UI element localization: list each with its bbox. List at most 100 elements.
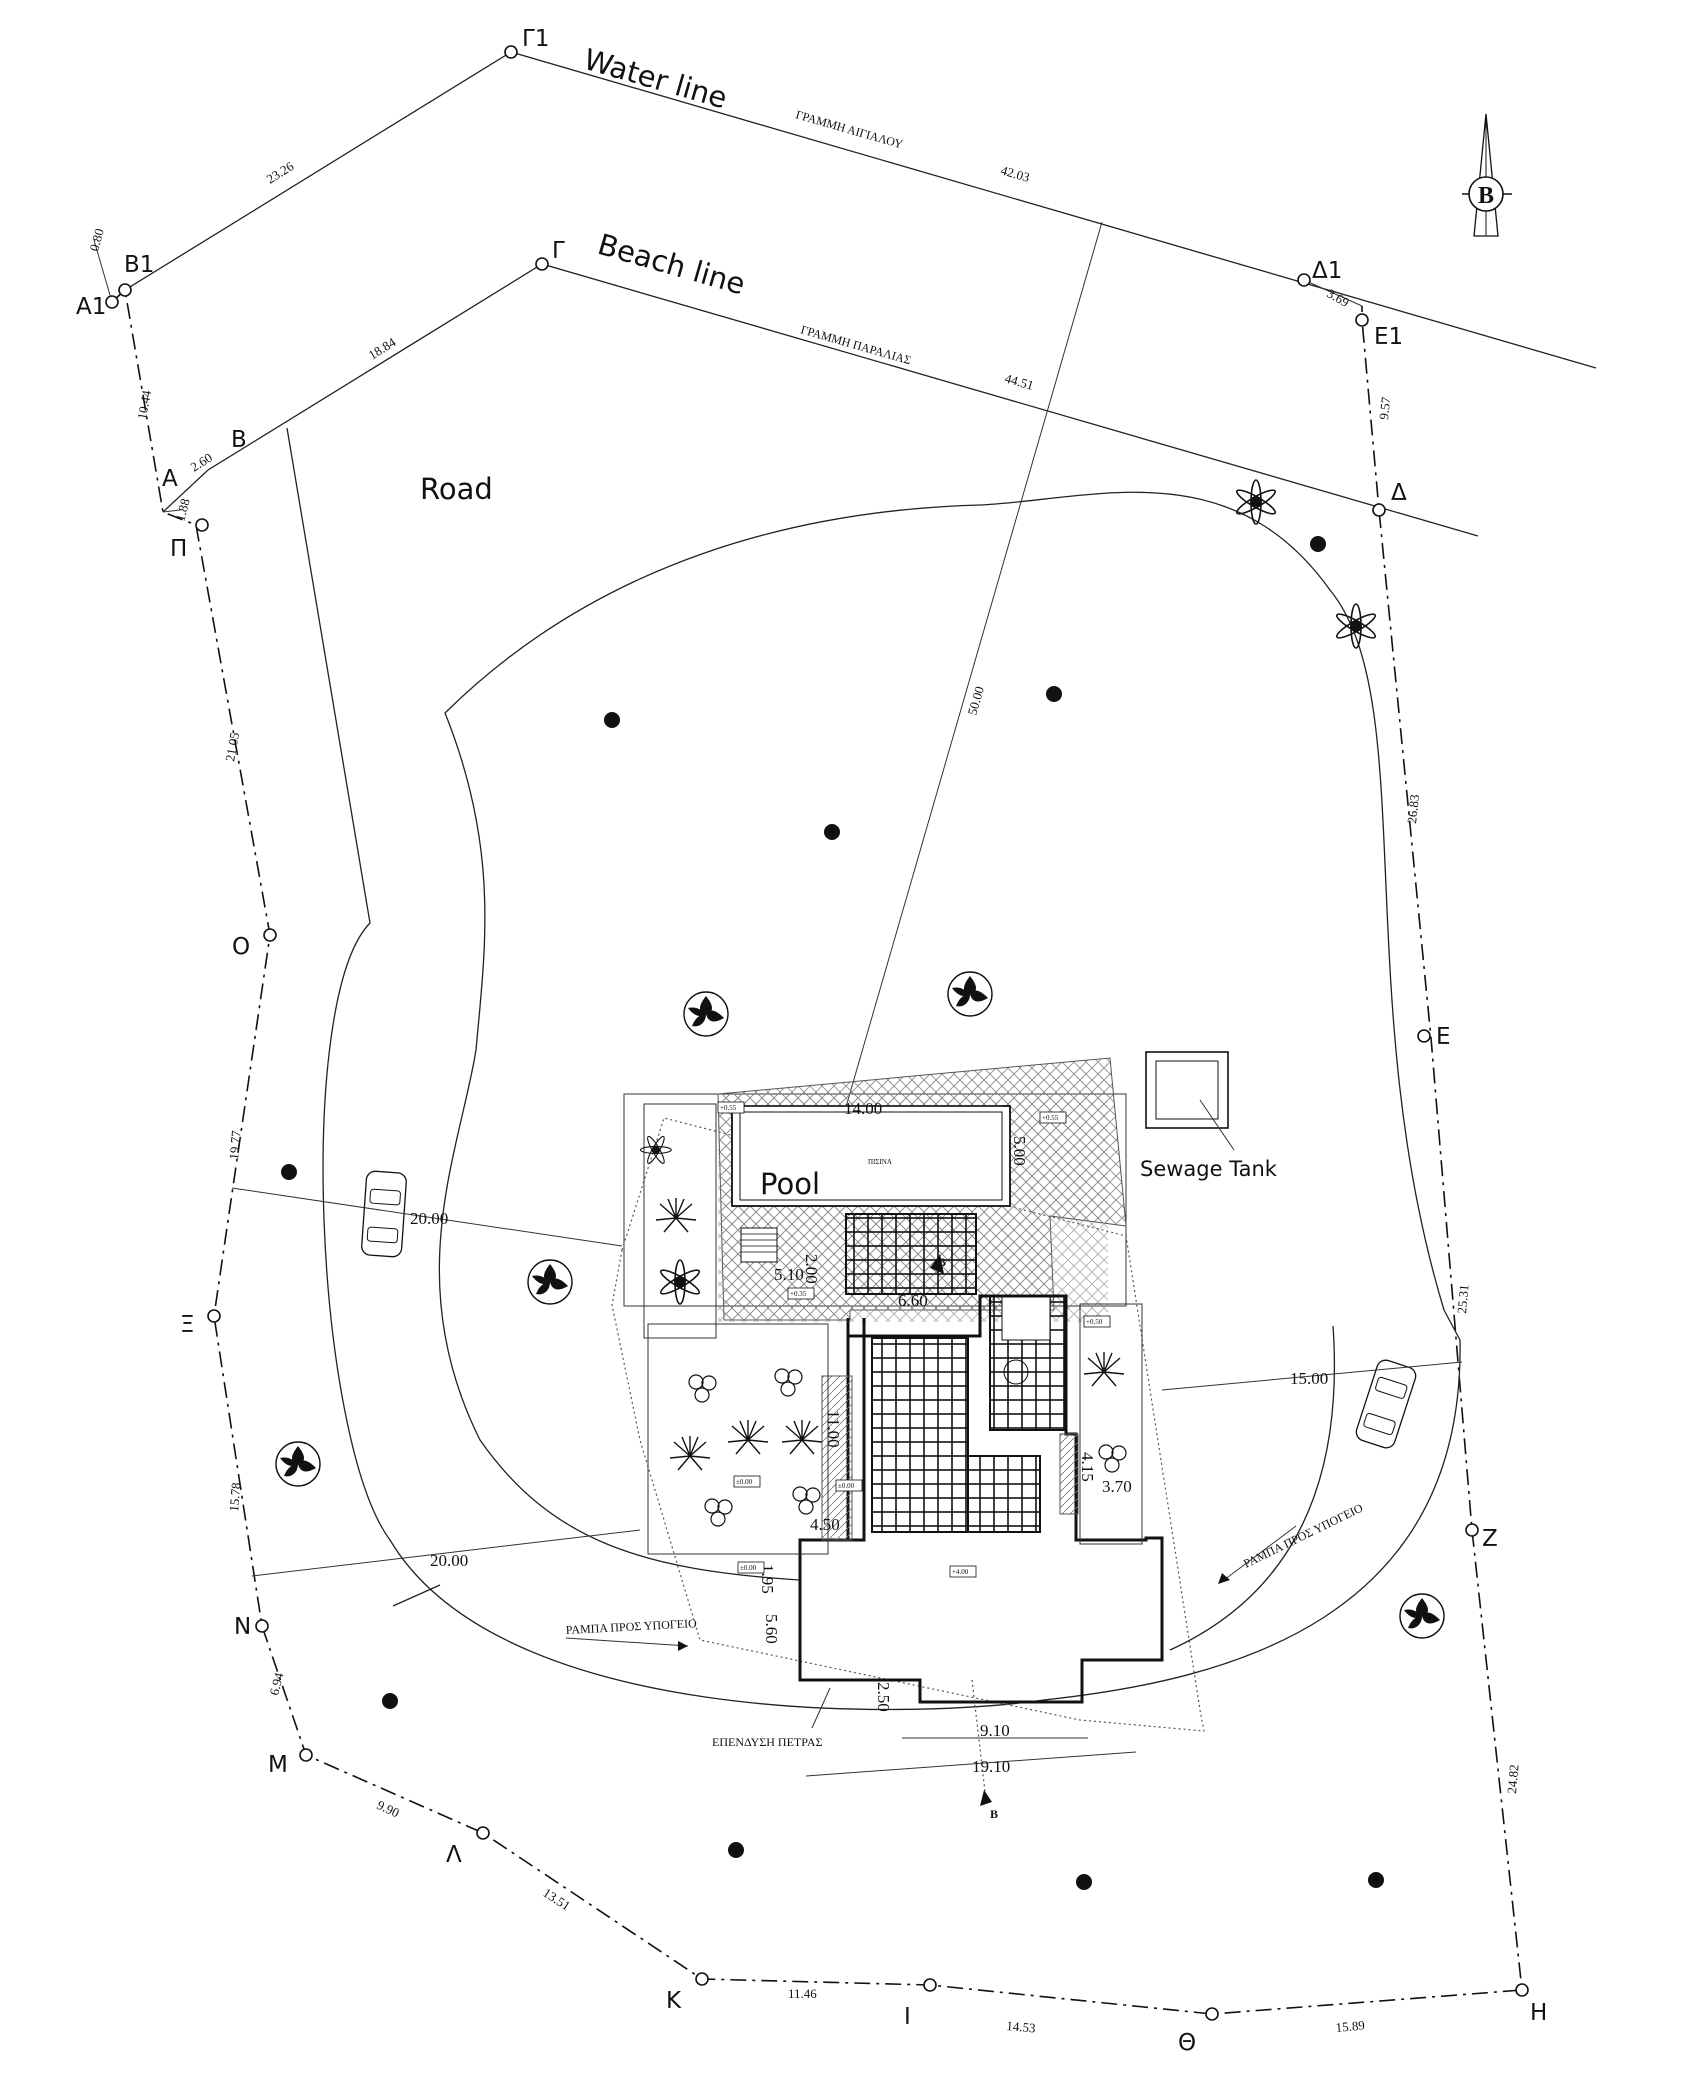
point-a-label: Α (162, 466, 178, 492)
dim-15-00: 15.00 (1290, 1369, 1328, 1388)
offset-line (162, 509, 181, 513)
survey-points (105, 45, 1529, 2021)
water-line-greek-label: ΓΡΑΜΜΗ ΑΙΓΙΑΛΟΥ (794, 107, 905, 151)
shrub-icon (947, 971, 993, 1017)
dim-p-o: 21.05 (222, 731, 242, 762)
point-h-marker (1515, 1983, 1529, 1997)
stone-cladding-label: ΕΠΕΝΔΥΣΗ ΠΕΤΡΑΣ (712, 1735, 822, 1749)
plant-icon (639, 1134, 672, 1166)
point-g1-marker (504, 45, 518, 59)
dim-b-g: 18.84 (366, 334, 399, 362)
dim-k-i: 11.46 (788, 1986, 817, 2001)
point-m-label: Μ (268, 1752, 288, 1778)
point-n-label: Ν (234, 1614, 251, 1640)
tree-icon (1338, 1842, 1414, 1918)
point-h-label: Η (1530, 2000, 1547, 2026)
section-label-top: Β (938, 1255, 946, 1269)
point-k-marker (695, 1972, 709, 1986)
point-a1-marker (105, 295, 119, 309)
dim-4-50: 4.50 (810, 1515, 840, 1534)
dim-3-70: 3.70 (1102, 1477, 1132, 1496)
point-g-marker (535, 257, 549, 271)
point-e1-label: Ε1 (1374, 324, 1403, 350)
shrub-icon (527, 1259, 573, 1305)
pool-greek-label: ΠΙΣΙΝΑ (868, 1158, 892, 1166)
road: Road (286, 427, 1461, 1711)
level-tag: +0.55 (1042, 1114, 1059, 1122)
point-p-marker (195, 518, 209, 532)
offset-line (93, 239, 113, 303)
level-tag: +0.55 (720, 1104, 737, 1112)
point-i-label: Ι (904, 2004, 911, 2030)
survey-point-labels: Α1 Β1 Γ1 Δ1 Ε1 Α Β Γ Δ Ε Ζ Η Θ Ι Κ Λ Μ Ν… (76, 26, 1547, 2056)
dim-20-00-upper: 20.00 (410, 1209, 448, 1228)
point-d1-label: Δ1 (1312, 258, 1342, 284)
point-g-label: Γ (552, 238, 565, 264)
point-d-label: Δ (1391, 480, 1407, 506)
point-n-marker (255, 1619, 269, 1633)
dim-2-00: 2.00 (802, 1254, 821, 1284)
palm-icon (669, 1435, 711, 1471)
dim-l-k: 13.51 (540, 1885, 573, 1914)
point-o-marker (263, 928, 277, 942)
water-line-label: Water line (580, 42, 731, 115)
beach-line-greek-label: ΓΡΑΜΜΗ ΠΑΡΑΛΙΑΣ (799, 322, 913, 367)
tree-icon (794, 794, 870, 870)
point-z-label: Ζ (1482, 1526, 1498, 1552)
dim-20-00-lower: 20.00 (430, 1551, 468, 1570)
point-d1-marker (1297, 273, 1311, 287)
level-tag: +4.00 (952, 1568, 969, 1576)
dim-19-10: 19.10 (972, 1757, 1010, 1776)
dim-n-m: 6.94 (266, 1671, 286, 1697)
level-tag: ±0.00 (838, 1482, 855, 1490)
point-g1-label: Γ1 (522, 26, 549, 52)
point-e1-marker (1355, 313, 1369, 327)
pool-label: Pool (760, 1167, 820, 1201)
point-b1-label: Β1 (124, 252, 154, 278)
property-boundary (111, 288, 1523, 2015)
dim-e1-d: 9.57 (1376, 396, 1393, 421)
tree-icon (251, 1134, 327, 1210)
palm-icon (655, 1197, 697, 1233)
dim-2-50: 2.50 (874, 1682, 893, 1712)
dim-5-10: 5.10 (774, 1265, 804, 1284)
dim-11-00: 11.00 (824, 1410, 843, 1448)
dim-pool-length: 14.00 (844, 1099, 882, 1118)
flower-shrub-icon (1233, 479, 1279, 525)
palm-icon (727, 1419, 769, 1455)
point-m-marker (299, 1748, 313, 1762)
tree-icon (574, 682, 650, 758)
water-line: Water line ΓΡΑΜΜΗ ΑΙΓΙΑΛΟΥ (111, 42, 1597, 369)
offset-line (1303, 279, 1363, 307)
dim-a-p: 1.88 (172, 497, 192, 523)
dim-4-15: 4.15 (1078, 1452, 1097, 1482)
palm-icon (1083, 1351, 1125, 1387)
point-l-label: Λ (446, 1842, 462, 1868)
plant-icon (657, 1259, 703, 1305)
beach-line-label: Beach line (594, 227, 749, 301)
dim-z-h: 24.82 (1504, 1764, 1521, 1794)
flower-icon (792, 1486, 821, 1515)
dim-a1-b1: 0.80 (86, 227, 106, 253)
dim-5-60: 5.60 (762, 1614, 781, 1644)
dim-9-10: 9.10 (980, 1721, 1010, 1740)
level-tag: +0.35 (790, 1290, 807, 1298)
level-tag: +0.50 (1086, 1318, 1103, 1326)
point-a1-label: Α1 (76, 294, 106, 320)
tree-icon (698, 1812, 774, 1888)
dim-e-z: 25.31 (1454, 1284, 1471, 1314)
point-b1-marker (118, 283, 132, 297)
level-tags: +0.55 +0.55 +0.35 +0.50 ±0.00 ±0.00 ±0.0… (717, 1101, 1111, 1578)
ramp-label-left: ΡΑΜΠΑ ΠΡΟΣ ΥΠΟΓΕΙΟ (565, 1616, 697, 1637)
point-d-marker (1372, 503, 1386, 517)
sewage-tank (1145, 1051, 1229, 1129)
tree-icon (1280, 506, 1356, 582)
dim-a-b: 2.60 (188, 450, 215, 475)
point-e-marker (1417, 1029, 1431, 1043)
north-arrow: Β (1462, 113, 1512, 237)
dim-d1-e1: 3.69 (1325, 286, 1352, 310)
point-k-label: Κ (666, 1988, 682, 2014)
dim-x-n: 15.78 (226, 1482, 243, 1512)
dim-i-th: 14.53 (1006, 2018, 1036, 2035)
point-b-label: Β (231, 427, 247, 453)
